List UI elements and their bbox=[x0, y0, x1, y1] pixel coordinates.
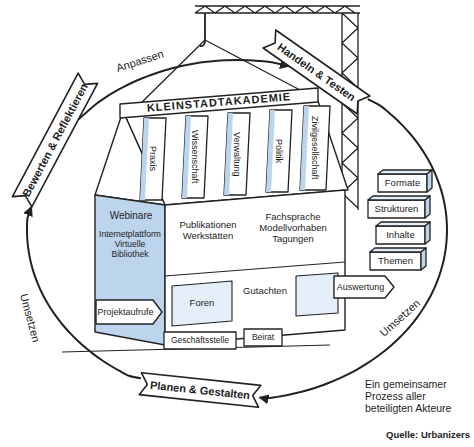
building-block: Formate bbox=[378, 170, 432, 192]
node-text: Publikationen Werkstätten bbox=[172, 220, 244, 242]
box-shape bbox=[164, 332, 236, 349]
node-text: Auswertung bbox=[336, 276, 385, 298]
gable bbox=[95, 111, 165, 205]
roof-panel: Wissenschaft bbox=[182, 116, 208, 198]
panel-shape bbox=[300, 106, 330, 190]
node-text: Verwaltung bbox=[226, 115, 248, 193]
front-wall bbox=[165, 190, 345, 345]
edge-label: Anpassen bbox=[115, 47, 165, 74]
node-text: Themen bbox=[370, 252, 421, 270]
node-text: Inhalte bbox=[376, 226, 425, 244]
panel-shade bbox=[182, 116, 191, 198]
roof-panel: Verwaltung bbox=[224, 113, 250, 195]
cube-side bbox=[427, 170, 432, 192]
node-text: Praxis bbox=[142, 120, 164, 198]
node-text: Bewerten & Reflektieren bbox=[16, 80, 94, 200]
panel-shape bbox=[266, 110, 292, 192]
phase-banner: Planen & Gestalten bbox=[139, 373, 261, 407]
cube-front bbox=[378, 174, 427, 192]
cube-top bbox=[368, 196, 430, 200]
node-text: Strukturen bbox=[368, 200, 425, 218]
node-text: Webinare bbox=[100, 210, 162, 222]
node-text: Geschäftsstelle bbox=[165, 332, 235, 349]
sign-box: Beirat bbox=[244, 329, 282, 346]
arrow-shape bbox=[96, 300, 162, 324]
cube-front bbox=[370, 252, 421, 270]
arrow-tag: Auswertung bbox=[334, 276, 394, 298]
node-text: Zivilgesellschaft bbox=[302, 108, 328, 188]
crane-jib bbox=[195, 6, 360, 13]
panel-shade bbox=[300, 106, 309, 190]
cube-top bbox=[378, 170, 432, 174]
panel-shape bbox=[182, 116, 208, 198]
roof-panel: Praxis bbox=[140, 118, 166, 200]
building-block: Inhalte bbox=[376, 222, 430, 244]
window-pane bbox=[296, 273, 338, 316]
node-text: Foren bbox=[178, 298, 226, 309]
arrow-tag: Projektaufrufe bbox=[96, 300, 162, 324]
panel-shape bbox=[224, 113, 250, 195]
node-text: Formate bbox=[378, 174, 427, 192]
panel-shade bbox=[140, 118, 149, 200]
note-text: Ein gemeinsamer Prozess aller beteiligte… bbox=[365, 378, 470, 414]
cube-side bbox=[425, 196, 430, 218]
building-block: Strukturen bbox=[368, 196, 430, 218]
academy-house: Praxis Wissenschaft Verwaltung Politik Zivil… bbox=[60, 80, 360, 370]
source-note: Quelle: Urbanizers bbox=[372, 430, 470, 441]
cube-front bbox=[368, 200, 425, 218]
node-text: Projektaufrufe bbox=[98, 300, 153, 324]
node-text: Politik bbox=[268, 112, 290, 190]
side-wall bbox=[95, 195, 165, 345]
node-text: Beirat bbox=[245, 329, 281, 346]
cube-front bbox=[376, 226, 425, 244]
banner-shape bbox=[12, 73, 97, 207]
panel-shade bbox=[224, 113, 233, 195]
cube-top bbox=[370, 248, 426, 252]
roof-panel: Zivilgesellschaft bbox=[300, 106, 330, 190]
cube-side bbox=[425, 222, 430, 244]
sign-box: Geschäftsstelle bbox=[164, 332, 236, 349]
roof-panel: Politik bbox=[266, 110, 292, 192]
box-shape bbox=[244, 329, 282, 346]
node-text: Wissenschaft bbox=[184, 118, 206, 196]
building-block: Themen bbox=[370, 248, 426, 270]
phase-banner: Bewerten & Reflektieren bbox=[12, 73, 97, 207]
window-pane bbox=[172, 281, 232, 326]
arrow-shape bbox=[334, 276, 394, 298]
banner-shape bbox=[139, 373, 261, 407]
cube-side bbox=[421, 248, 426, 270]
node-text: Internetplattform Virtuelle Bibliothek bbox=[96, 230, 164, 259]
edge-label: Umsetzen bbox=[17, 292, 42, 343]
cube-top bbox=[376, 222, 430, 226]
node-text: Fachsprache Modellvorhaben Tagungen bbox=[250, 212, 336, 245]
node-text: Gutachten bbox=[236, 286, 294, 297]
panel-shape bbox=[140, 118, 166, 200]
panel-shade bbox=[266, 110, 275, 192]
